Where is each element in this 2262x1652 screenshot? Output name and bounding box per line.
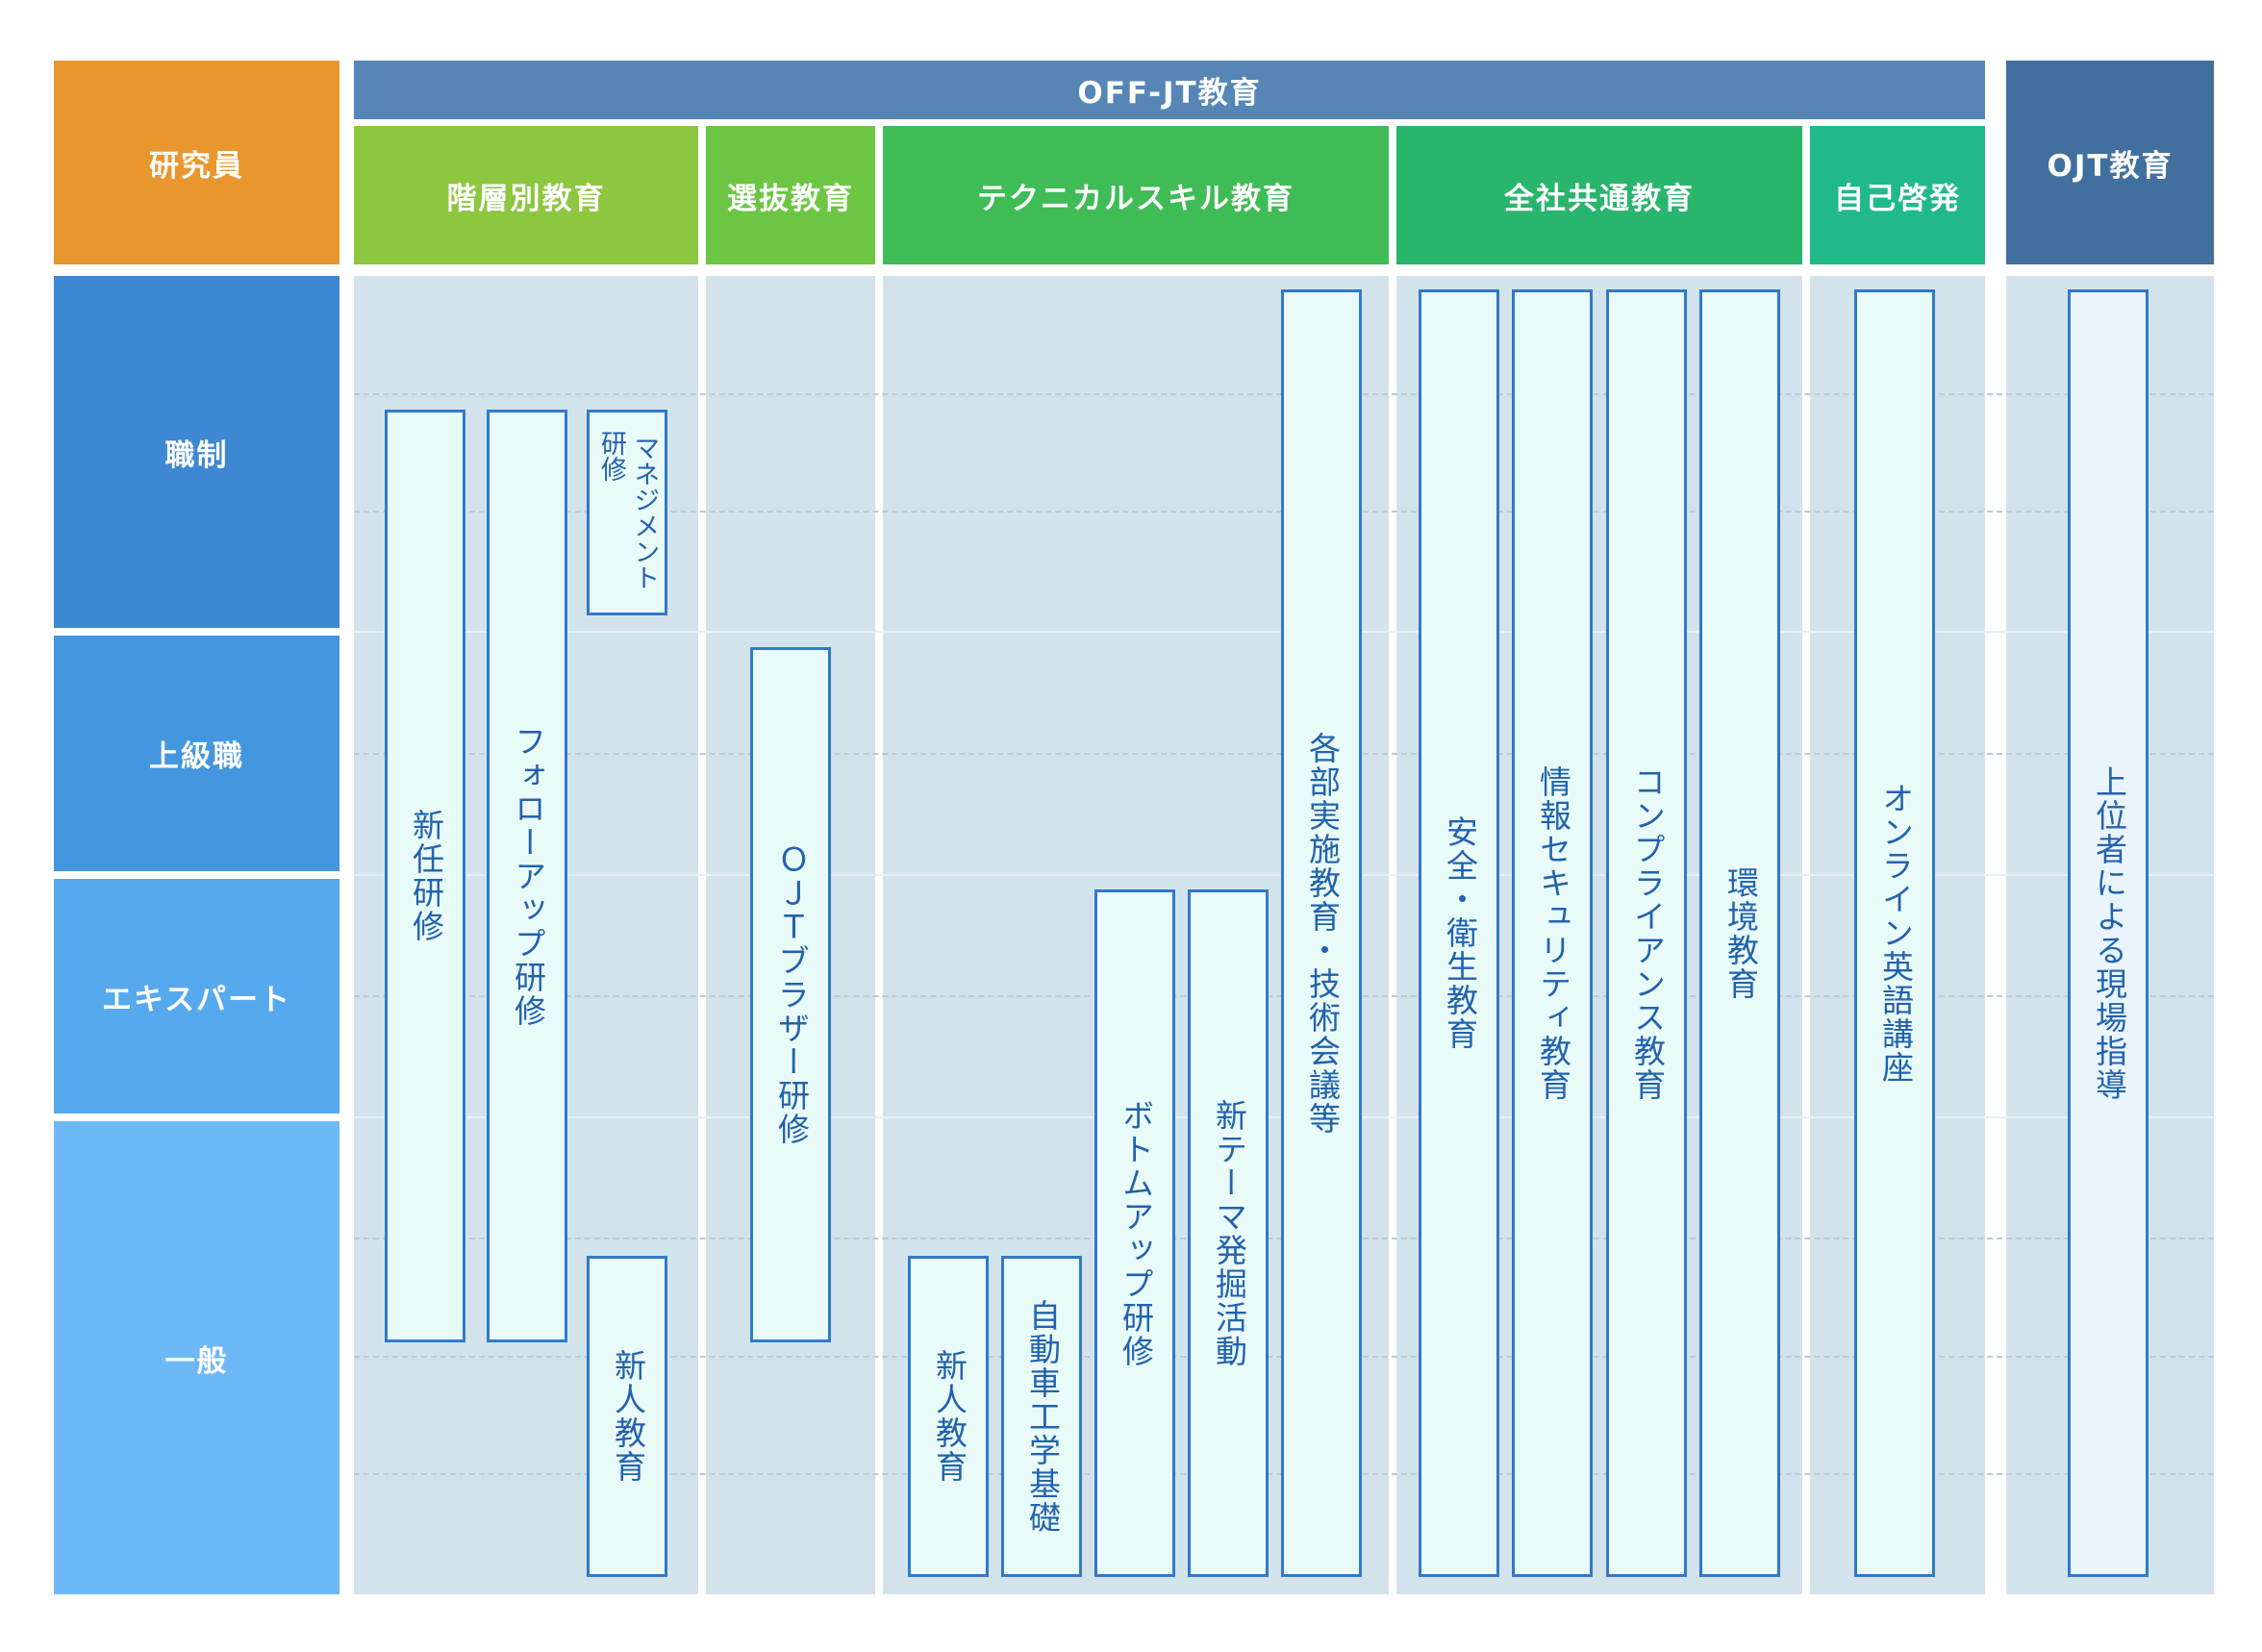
ojt-header: OJT教育 — [2006, 61, 2214, 264]
category-kaiso: 階層別教育 — [354, 126, 698, 264]
program-joho-security-kyoiku: 情報セキュリティ教育 — [1512, 289, 1593, 1577]
category-senbatsu: 選抜教育 — [706, 126, 875, 264]
program-joisha-genba-shido: 上位者による現場指導 — [2068, 289, 2149, 1577]
program-ojt-brother-kenshu: ＯＪＴブラザー研修 — [750, 647, 831, 1342]
program-bottom-up-kenshu: ボトムアップ研修 — [1094, 889, 1175, 1577]
level-shokusei: 職制 — [54, 276, 339, 628]
program-online-eigo-koza: オンライン英語講座 — [1854, 289, 1935, 1577]
program-follow-up-kenshu: フォローアップ研修 — [487, 410, 567, 1342]
researcher-header: 研究員 — [54, 61, 339, 264]
program-jidosha-kogaku-kiso: 自動車工学基礎 — [1001, 1256, 1082, 1577]
program-new-theme-hakkutsu: 新テーマ発掘活動 — [1188, 889, 1269, 1577]
program-anzen-eisei-kyoiku: 安全・衛生教育 — [1419, 289, 1499, 1577]
category-technical: テクニカルスキル教育 — [883, 126, 1389, 264]
category-zensha: 全社共通教育 — [1396, 126, 1802, 264]
level-ippan: 一般 — [54, 1121, 339, 1594]
level-jokyu: 上級職 — [54, 636, 339, 871]
program-shinnin-kenshu: 新任研修 — [385, 410, 465, 1342]
program-compliance-kyoiku: コンプライアンス教育 — [1606, 289, 1687, 1577]
program-shinjin-kyoiku-kaiso: 新人教育 — [587, 1256, 667, 1577]
program-shinjin-kyoiku-tech: 新人教育 — [908, 1256, 989, 1577]
offjt-header: OFF-JT教育 — [354, 61, 1985, 119]
program-kankyo-kyoiku: 環境教育 — [1699, 289, 1780, 1577]
level-expert: エキスパート — [54, 879, 339, 1114]
program-kakubu-jisshi-kyoiku: 各部実施教育・技術会議等 — [1281, 289, 1362, 1577]
category-jiko: 自己啓発 — [1810, 126, 1985, 264]
program-management-kenshu: マネジメント 研修 — [587, 410, 667, 615]
